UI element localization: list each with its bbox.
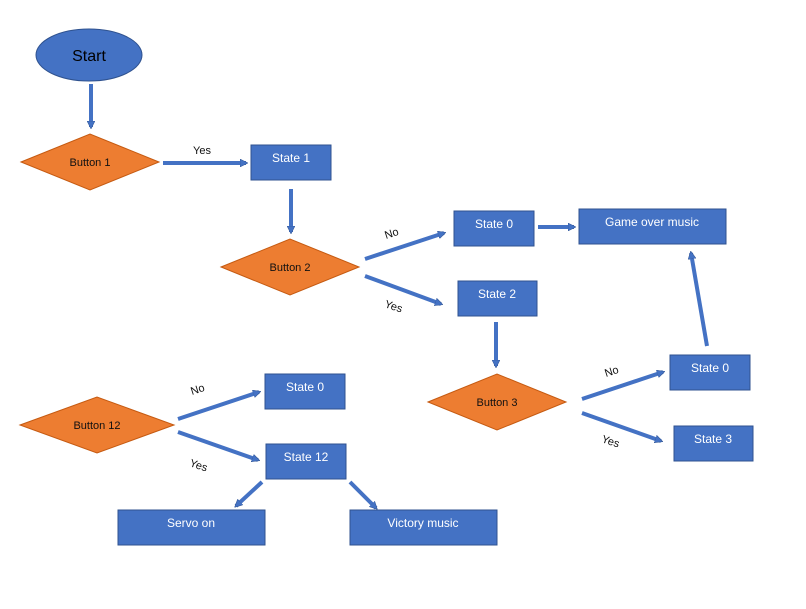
state-state3-label: State 3 — [694, 432, 732, 446]
start-label: Start — [72, 48, 106, 65]
arrow-button2-to-state0 — [364, 233, 444, 261]
arrow-button12-to-state12 — [177, 430, 258, 460]
arrow-button3-to-state3 — [581, 411, 661, 441]
state-game-over-music-label: Game over music — [605, 215, 699, 229]
state-state3 — [673, 425, 754, 462]
state-game-over-music — [578, 208, 727, 245]
arrow-button3-to-state0-right — [581, 372, 663, 401]
edge-label-button12-yes: Yes — [188, 457, 209, 474]
decision-button1 — [19, 133, 161, 191]
arrow-state12-to-servo-on — [236, 480, 264, 506]
arrow-state12-to-victory-music — [348, 480, 376, 508]
state-state12 — [265, 443, 347, 480]
edge-label-button3-no: No — [603, 364, 620, 380]
state-state1-label: State 1 — [272, 151, 310, 165]
state-state0-top — [453, 210, 535, 247]
decision-button12-label: Button 12 — [73, 420, 120, 432]
state-state2 — [457, 280, 538, 317]
state-servo-on — [117, 509, 266, 546]
state-state1 — [250, 144, 332, 181]
arrows — [91, 84, 709, 508]
edge-label-button12-no: No — [189, 382, 206, 398]
state-servo-on-label: Servo on — [167, 516, 215, 530]
state-state0-top-label: State 0 — [475, 217, 513, 231]
arrow-state0-right-to-game-over — [691, 253, 709, 347]
decision-button3 — [426, 373, 568, 431]
arrow-button12-to-state0-left — [177, 392, 259, 421]
state-victory-music — [349, 509, 498, 546]
state-state12-label: State 12 — [284, 450, 329, 464]
state-state0-right-label: State 0 — [691, 361, 729, 375]
decision-button3-label: Button 3 — [477, 397, 518, 409]
decision-button1-label: Button 1 — [70, 157, 111, 169]
edge-label-button1-yes: Yes — [193, 145, 211, 157]
state-victory-music-label: Victory music — [387, 516, 458, 530]
state-state2-label: State 2 — [478, 287, 516, 301]
state-state0-left-label: State 0 — [286, 380, 324, 394]
arrow-button2-to-state2 — [364, 274, 441, 304]
start-oval — [35, 28, 143, 82]
edge-label-button3-yes: Yes — [600, 433, 621, 450]
decision-button2-label: Button 2 — [270, 262, 311, 274]
edge-label-button2-no: No — [383, 226, 400, 242]
state-state0-left — [264, 373, 346, 410]
decision-button12 — [18, 396, 176, 454]
state-state0-right — [669, 354, 751, 391]
decision-button2 — [219, 238, 361, 296]
edge-label-button2-yes: Yes — [383, 298, 404, 315]
